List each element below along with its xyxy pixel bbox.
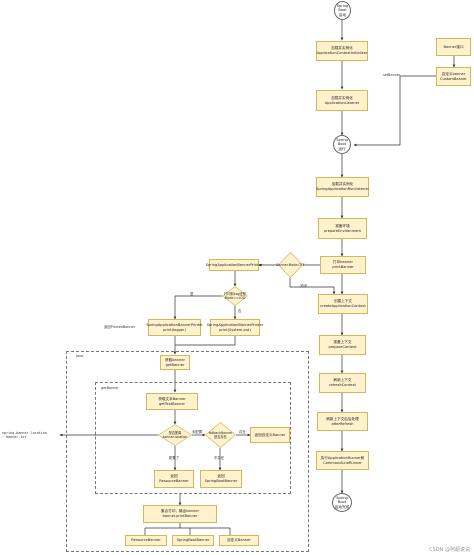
- banner-mode-text: Banner.Mode.OFF: [276, 263, 305, 267]
- springboot-banner-node: SpringBootBanner: [172, 535, 214, 546]
- location-text: 是否配置 banner.location: [162, 431, 188, 439]
- fallback-text: fallbackBanner 是否存在: [208, 431, 233, 439]
- fallback-decision: fallbackBanner 是否存在: [205, 422, 236, 448]
- exec-runner-node: 执行ApplicationRunner和 CommandLineRunner: [316, 451, 369, 470]
- edge-mode-close: [289, 278, 336, 295]
- return-printed-label: 返回PrintedBanner: [104, 325, 136, 329]
- java-group-label: java: [76, 354, 84, 358]
- printer-logger-node: SpringApplicationBannerPrinter print(log…: [146, 319, 203, 336]
- set-banner-label: setBanner: [383, 73, 401, 77]
- prepare-env-node: 准备环境 prepareEnvironment: [318, 218, 367, 239]
- custom-banner-bottom-node: 自定义Banner: [219, 535, 259, 546]
- edge-print-to-bottom: [144, 523, 231, 535]
- after-refresh-node: 刷新上下文后后处理 afterRefresh: [317, 412, 368, 431]
- get-text-banner-node: 获取文本Banner getTextBanner: [146, 393, 198, 410]
- edge-log-yes: [173, 295, 222, 320]
- banner-printer-node: SpringApplicationBannerPrinter: [206, 259, 262, 271]
- listener-node: 加载并实例化 ApplicationListener: [316, 90, 368, 111]
- printer-out-node: SpringApplicationBannerPrinter print(Sys…: [207, 319, 263, 336]
- get-banner-group: [95, 382, 291, 494]
- banner-interface-node: Banner接口: [436, 38, 471, 56]
- run-node: Spring Boot 运行: [333, 135, 351, 154]
- print-call-node: 集合打印，输出banner banner.printBanner: [143, 505, 217, 523]
- run-listener-node: 加载并实例化 SpringApplicationRunListener: [316, 177, 369, 197]
- get-banner-node: 获取banner getBanner: [160, 355, 190, 370]
- close-label: 关闭: [300, 284, 307, 288]
- log-mode-decision: 打印到Log还是 Mode==LOG: [222, 286, 248, 306]
- custom-banner-node: 自定义banner CustomBanner: [436, 67, 471, 86]
- watermark: CSDN @阿超说说: [429, 547, 470, 553]
- end-node: Spring Boot 启动完成: [332, 493, 352, 512]
- edge-out-to-getbanner: [175, 336, 236, 346]
- not-exist-label: 不存在: [214, 456, 225, 460]
- print-banner-node: 打印banner printBanner: [320, 256, 366, 274]
- start-node: Spring Boot 启动: [334, 1, 351, 20]
- location-decision: 是否配置 banner.location: [158, 424, 192, 446]
- resource-banner-node: ResourceBanner: [125, 535, 167, 546]
- configured-label: 配置了: [169, 456, 180, 460]
- get-banner-group-label: getBanner: [101, 386, 119, 390]
- return-custom-node: 返回自定义Banner: [250, 427, 290, 443]
- prepare-context-node: 准备上下文 prepareContext: [319, 335, 366, 355]
- springboot-banner-mid-node: 返回 SpringBootBanner: [200, 470, 242, 488]
- create-context-node: 创建上下文 createApplicationContext: [318, 294, 368, 314]
- not-configured-label: 未配置: [192, 430, 203, 434]
- banner-mode-decision: Banner.Mode.OFF: [276, 252, 305, 278]
- location-property-text: spring.banner.location : banner.txt: [2, 431, 47, 439]
- edge-setbanner: [353, 75, 436, 147]
- log-mode-text: 打印到Log还是 Mode==LOG: [224, 292, 246, 300]
- java-group: [66, 351, 309, 552]
- refresh-context-node: 刷新上下文 refreshContext: [319, 373, 366, 393]
- yes-label: 是: [190, 292, 194, 296]
- resource-banner-mid-node: 返回 ResourceBanner: [154, 470, 194, 488]
- no-label: 否: [238, 309, 242, 313]
- ctx-initializer-node: 加载并实例化 ApplicationContextInitializer: [316, 41, 368, 61]
- exist-label: 存在: [239, 430, 246, 434]
